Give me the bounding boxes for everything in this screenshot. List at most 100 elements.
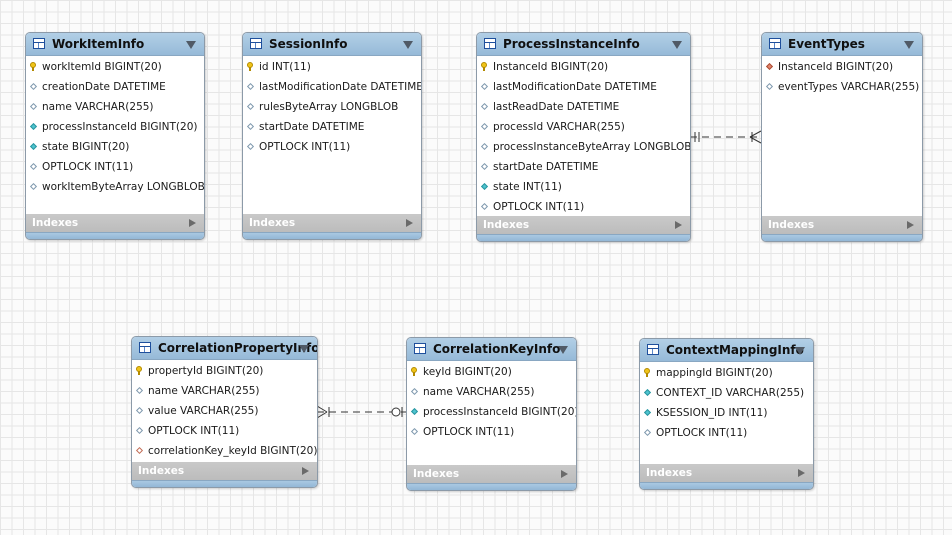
column-row[interactable]: KSESSION_ID INT(11) <box>640 403 813 423</box>
column-row[interactable]: lastModificationDate DATETIME <box>477 77 690 97</box>
not-null-column-icon <box>643 408 652 417</box>
expand-arrow-icon[interactable] <box>406 219 413 227</box>
indexes-label: Indexes <box>483 219 530 231</box>
column-row[interactable]: OPTLOCK INT(11) <box>640 423 813 443</box>
column-row[interactable]: id INT(11) <box>243 57 421 77</box>
column-row[interactable]: propertyId BIGINT(20) <box>132 361 317 381</box>
column-row[interactable]: processId VARCHAR(255) <box>477 117 690 137</box>
column-label: InstanceId BIGINT(20) <box>493 61 609 73</box>
column-row[interactable]: processInstanceId BIGINT(20) <box>407 402 576 422</box>
nullable-column-icon <box>480 202 489 211</box>
column-row[interactable]: OPTLOCK INT(11) <box>132 421 317 441</box>
column-label: KSESSION_ID INT(11) <box>656 407 768 419</box>
column-list: keyId BIGINT(20)name VARCHAR(255)process… <box>407 361 576 465</box>
column-row[interactable]: state INT(11) <box>477 177 690 197</box>
column-list: InstanceId BIGINT(20) lastModificationDat… <box>477 56 690 216</box>
column-label: state BIGINT(20) <box>42 141 130 153</box>
column-row[interactable]: startDate DATETIME <box>477 157 690 177</box>
collapse-triangle-icon[interactable] <box>299 345 309 353</box>
indexes-section[interactable]: Indexes <box>243 214 421 232</box>
expand-arrow-icon[interactable] <box>302 467 309 475</box>
column-label: OPTLOCK INT(11) <box>259 141 351 153</box>
column-row[interactable]: state BIGINT(20) <box>26 137 204 157</box>
indexes-section[interactable]: Indexes <box>407 465 576 483</box>
column-list: propertyId BIGINT(20)name VARCHAR(255)va… <box>132 360 317 462</box>
column-row[interactable]: workItemId BIGINT(20) <box>26 57 204 77</box>
collapse-triangle-icon[interactable] <box>403 41 413 49</box>
column-label: processId VARCHAR(255) <box>493 121 625 133</box>
entity-header[interactable]: ContextMappingInfo <box>640 339 813 362</box>
expand-arrow-icon[interactable] <box>675 221 682 229</box>
column-row[interactable]: eventTypes VARCHAR(255) <box>762 77 922 97</box>
expand-arrow-icon[interactable] <box>561 470 568 478</box>
column-row[interactable]: processInstanceByteArray LONGBLOB <box>477 137 690 157</box>
column-row[interactable]: rulesByteArray LONGBLOB <box>243 97 421 117</box>
indexes-section[interactable]: Indexes <box>640 464 813 482</box>
not-null-column-icon <box>29 142 38 151</box>
indexes-section[interactable]: Indexes <box>132 462 317 480</box>
relationship-processinstanceinfo-eventtypes[interactable] <box>690 130 762 144</box>
column-row[interactable]: name VARCHAR(255) <box>26 97 204 117</box>
relationship-correlationpropertyinfo-correlationkeyinfo[interactable] <box>316 405 406 419</box>
column-row[interactable]: OPTLOCK INT(11) <box>407 422 576 442</box>
indexes-label: Indexes <box>32 217 79 229</box>
foreign-key-column-icon <box>765 62 774 71</box>
entity-title: CorrelationKeyInfo <box>433 342 561 356</box>
column-row[interactable]: keyId BIGINT(20) <box>407 362 576 382</box>
column-row[interactable]: OPTLOCK INT(11) <box>243 137 421 157</box>
column-row[interactable]: OPTLOCK INT(11) <box>26 157 204 177</box>
entity-correlationkeyinfo[interactable]: CorrelationKeyInfo keyId BIGINT(20)name V… <box>406 337 577 491</box>
collapse-triangle-icon[interactable] <box>186 41 196 49</box>
expand-arrow-icon[interactable] <box>798 469 805 477</box>
column-label: OPTLOCK INT(11) <box>493 201 585 213</box>
column-label: eventTypes VARCHAR(255) <box>778 81 920 93</box>
column-row[interactable]: name VARCHAR(255) <box>132 381 317 401</box>
column-row[interactable]: startDate DATETIME <box>243 117 421 137</box>
column-row[interactable]: CONTEXT_ID VARCHAR(255) <box>640 383 813 403</box>
entity-title: EventTypes <box>788 37 865 51</box>
entity-correlationpropertyinfo[interactable]: CorrelationPropertyInfo propertyId BIGINT… <box>131 336 318 488</box>
entity-header[interactable]: SessionInfo <box>243 33 421 56</box>
expand-arrow-icon[interactable] <box>189 219 196 227</box>
column-row[interactable]: InstanceId BIGINT(20) <box>477 57 690 77</box>
indexes-label: Indexes <box>768 219 815 231</box>
column-row[interactable]: workItemByteArray LONGBLOB <box>26 177 204 197</box>
column-row[interactable]: lastModificationDate DATETIME <box>243 77 421 97</box>
entity-header[interactable]: ProcessInstanceInfo <box>477 33 690 56</box>
column-row[interactable]: name VARCHAR(255) <box>407 382 576 402</box>
entity-title: CorrelationPropertyInfo <box>158 341 318 355</box>
primary-key-icon <box>247 62 253 71</box>
column-row[interactable]: value VARCHAR(255) <box>132 401 317 421</box>
nullable-column-icon <box>480 122 489 131</box>
nullable-column-icon <box>246 102 255 111</box>
entity-header[interactable]: CorrelationPropertyInfo <box>132 337 317 360</box>
indexes-section[interactable]: Indexes <box>26 214 204 232</box>
primary-key-icon <box>644 368 650 377</box>
indexes-section[interactable]: Indexes <box>477 216 690 234</box>
indexes-section[interactable]: Indexes <box>762 216 922 234</box>
entity-header[interactable]: CorrelationKeyInfo <box>407 338 576 361</box>
column-row[interactable]: creationDate DATETIME <box>26 77 204 97</box>
collapse-triangle-icon[interactable] <box>672 41 682 49</box>
entity-header[interactable]: WorkItemInfo <box>26 33 204 56</box>
not-null-column-icon <box>29 122 38 131</box>
collapse-triangle-icon[interactable] <box>904 41 914 49</box>
expand-arrow-icon[interactable] <box>907 221 914 229</box>
entity-header[interactable]: EventTypes <box>762 33 922 56</box>
nullable-foreign-key-icon <box>135 446 144 455</box>
collapse-triangle-icon[interactable] <box>558 346 568 354</box>
indexes-label: Indexes <box>249 217 296 229</box>
column-row[interactable]: correlationKey_keyId BIGINT(20) <box>132 441 317 461</box>
column-row[interactable]: processInstanceId BIGINT(20) <box>26 117 204 137</box>
column-row[interactable]: OPTLOCK INT(11) <box>477 197 690 217</box>
column-row[interactable]: InstanceId BIGINT(20) <box>762 57 922 77</box>
column-row[interactable]: mappingId BIGINT(20) <box>640 363 813 383</box>
collapse-triangle-icon[interactable] <box>795 347 805 355</box>
column-row[interactable]: lastReadDate DATETIME <box>477 97 690 117</box>
